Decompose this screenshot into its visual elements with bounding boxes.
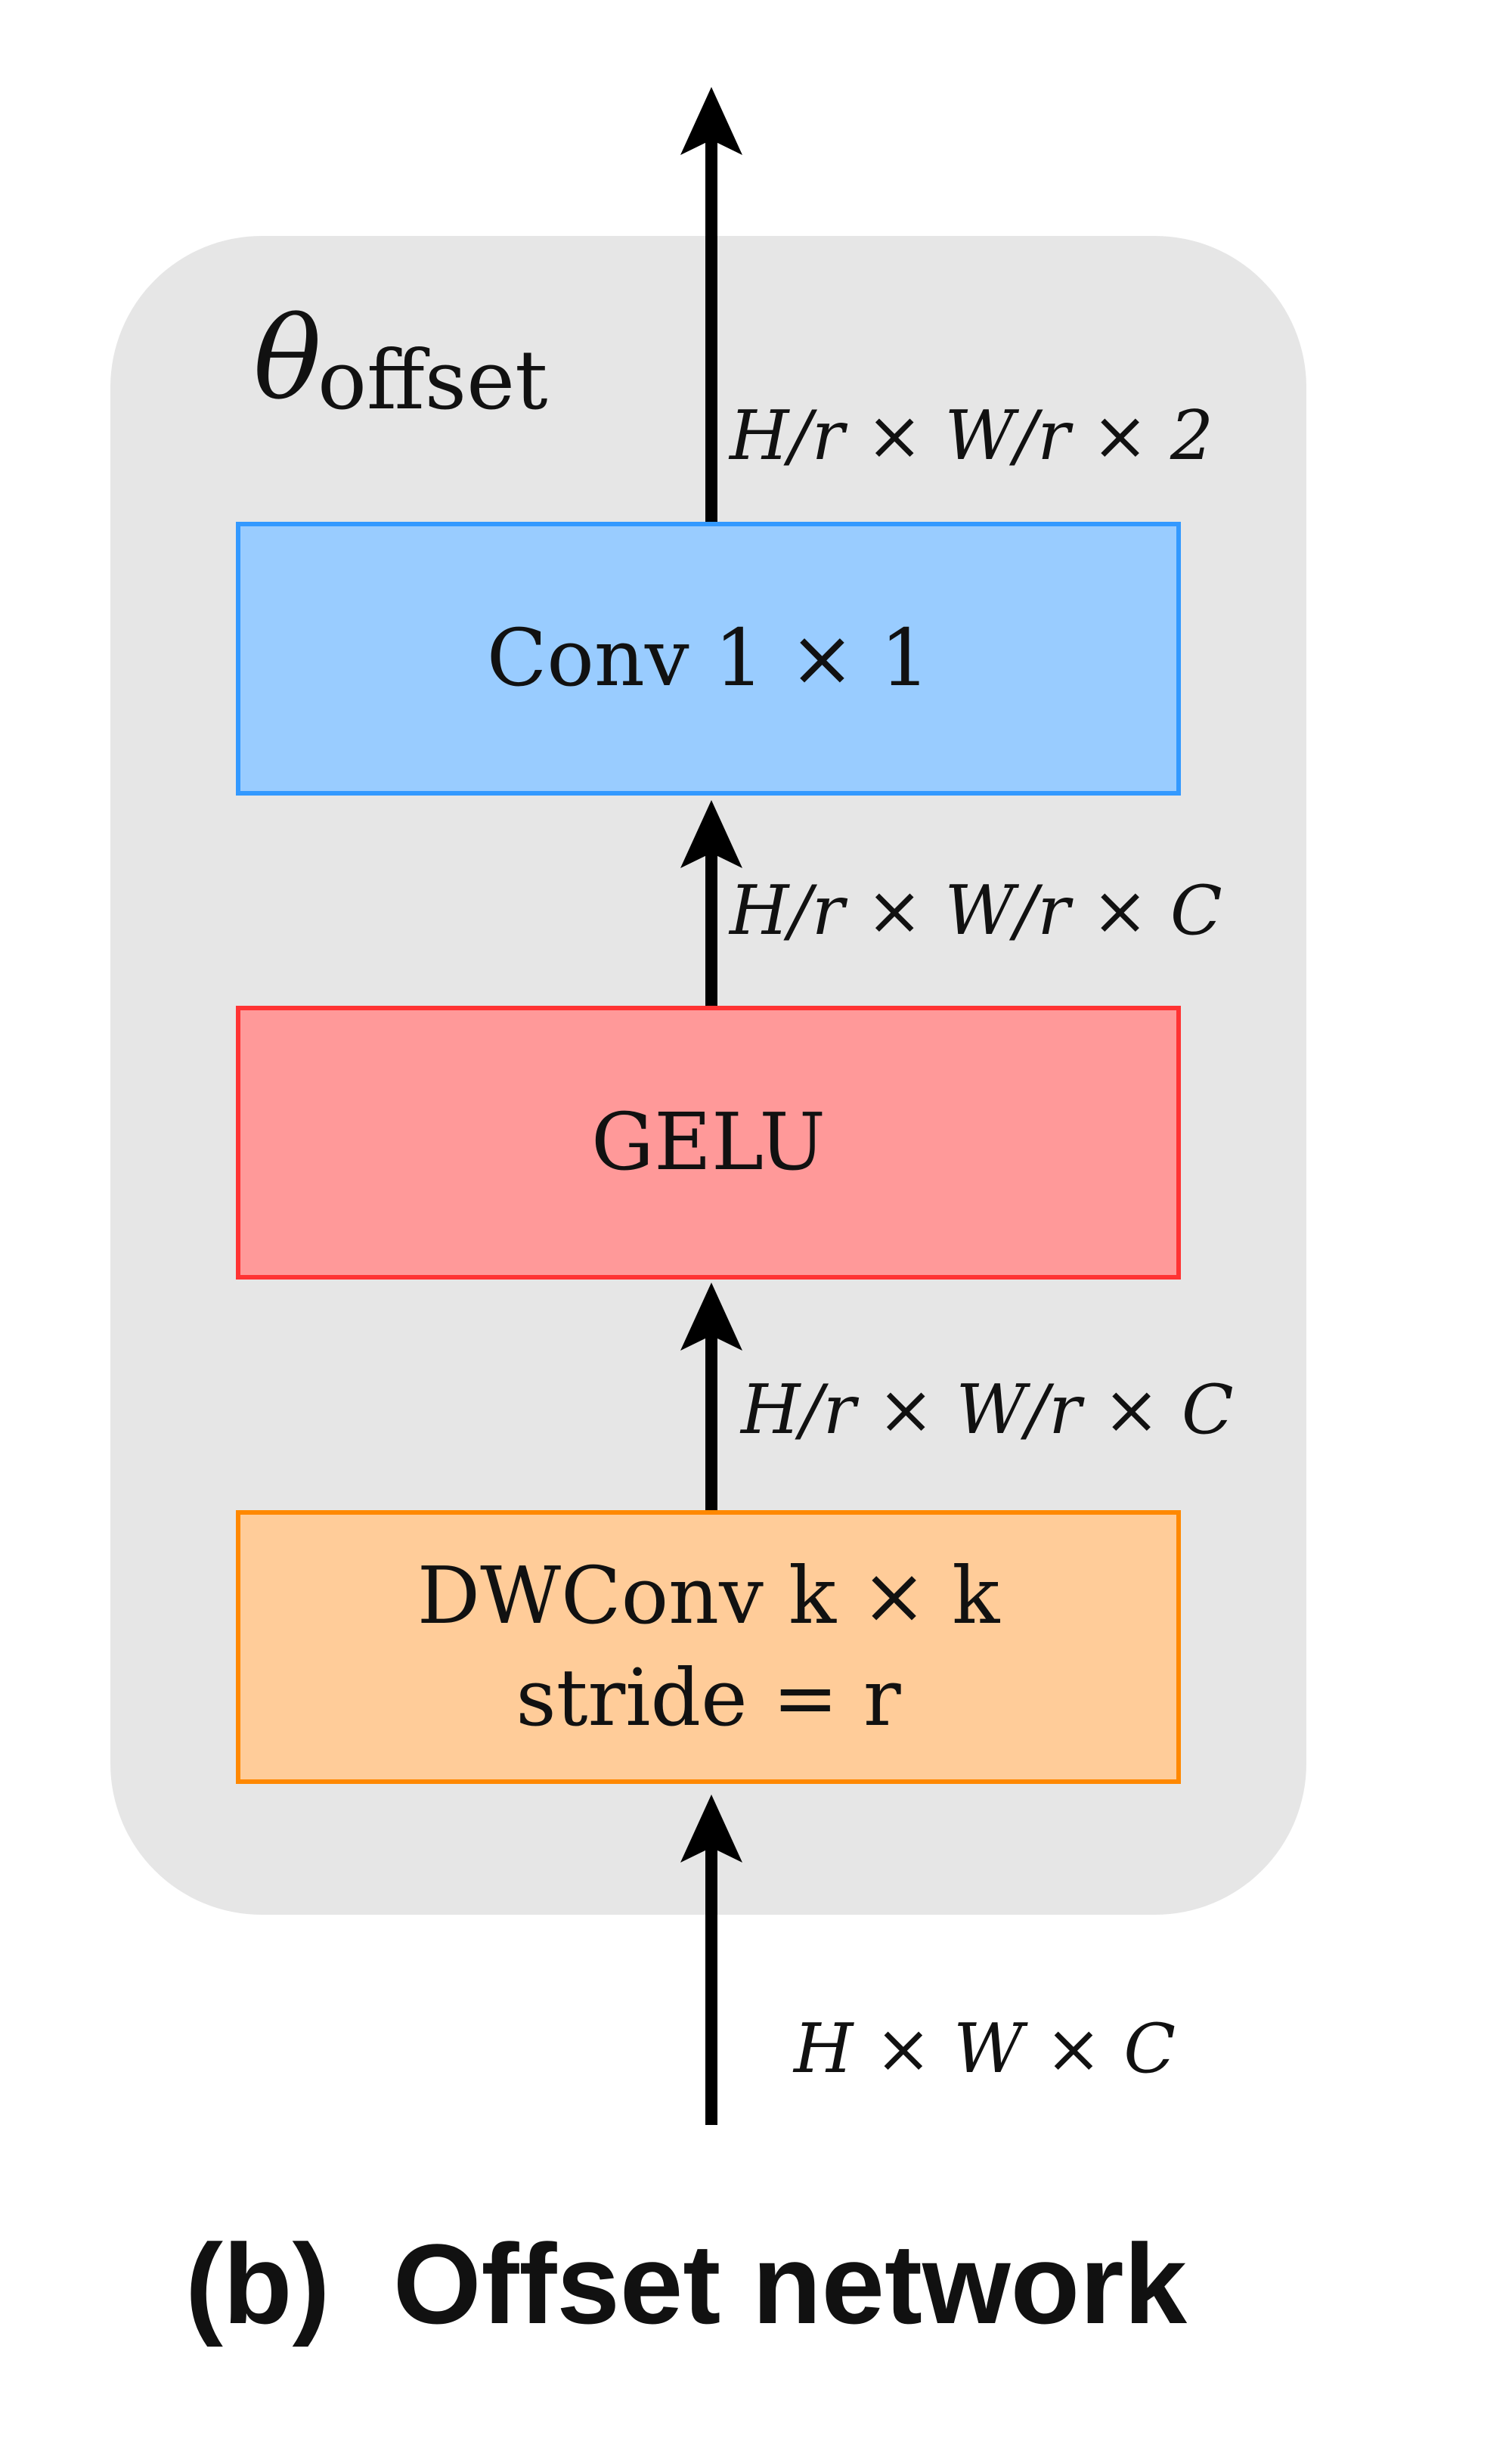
theta-subscript: offset [318, 333, 548, 428]
gelu-block: GELU [236, 1006, 1181, 1280]
theta-symbol: θ [253, 293, 322, 425]
dwconv-block: DWConv k × k stride = r [236, 1510, 1181, 1784]
figure-caption: (b) Offset network [185, 2220, 1188, 2347]
conv-1x1-label: Conv 1 × 1 [486, 612, 931, 705]
input-dimension-label: H × W × C [794, 2009, 1176, 2089]
gelu-output-dimension-label: H/r × W/r × C [730, 871, 1222, 951]
gelu-to-conv-arrow [680, 800, 742, 1006]
dwconv-to-gelu-arrow [680, 1283, 742, 1510]
gelu-label: GELU [590, 1096, 826, 1189]
conv-1x1-block: Conv 1 × 1 [236, 522, 1181, 796]
input-arrow [680, 1795, 742, 2125]
stride-label: stride = r [516, 1652, 901, 1744]
dwconv-output-dimension-label: H/r × W/r × C [741, 1370, 1234, 1450]
output-arrow [680, 87, 742, 522]
dwconv-label: DWConv k × k [417, 1549, 1000, 1642]
output-dimension-label: H/r × W/r × 2 [730, 396, 1214, 476]
